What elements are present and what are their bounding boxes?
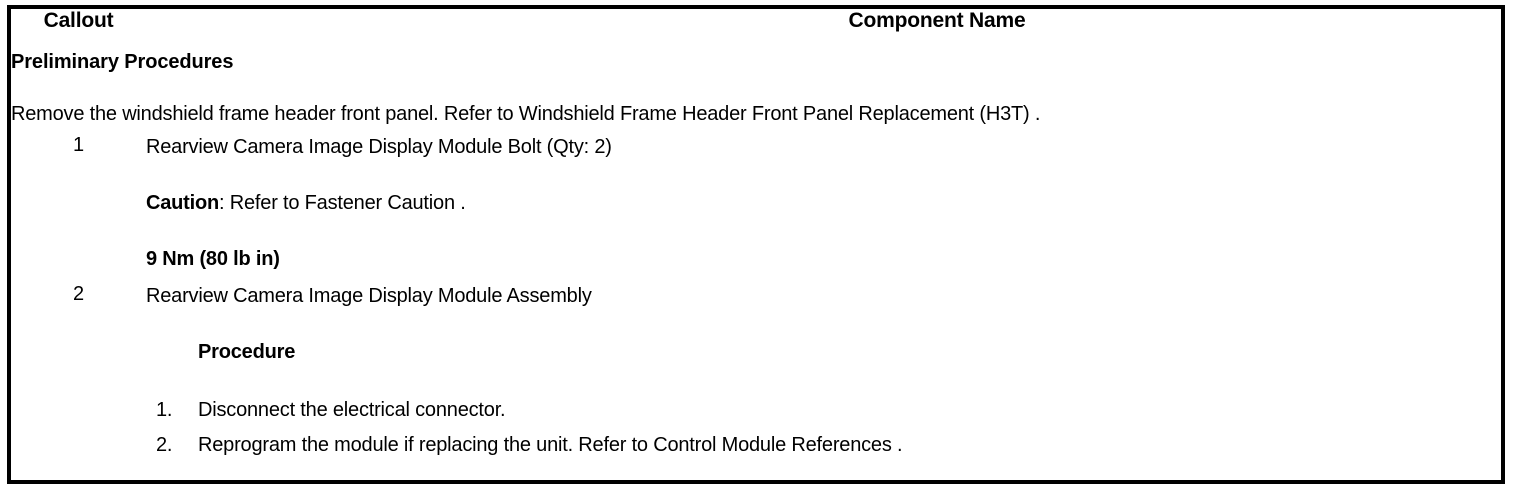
step-text-1: Disconnect the electrical connector. [198,399,506,422]
table-header-row: Callout Component Name [11,9,1501,49]
component-cell-1: Rearview Camera Image Display Module Bol… [146,134,1501,284]
caution-text: : Refer to Fastener Caution . [219,192,466,215]
preliminary-procedures-text: Remove the windshield frame header front… [11,103,1041,126]
torque-spec-1: 9 Nm (80 lb in) [146,248,280,271]
service-procedure-table: Callout Component Name Preliminary Proce… [7,5,1505,484]
component-name-1: Rearview Camera Image Display Module Bol… [146,136,612,159]
preliminary-procedures-cell: Preliminary Procedures Remove the windsh… [11,49,1501,135]
table-row: 1 Rearview Camera Image Display Module B… [11,134,1501,284]
procedure-step-list: 1. Disconnect the electrical connector. 2… [146,395,1501,461]
component-cell-2: Rearview Camera Image Display Module Ass… [146,283,1501,480]
table-row: 2 Rearview Camera Image Display Module A… [11,283,1501,480]
step-number-1: 1. [156,399,173,422]
column-header-component-name: Component Name [146,9,1501,49]
component-name-2: Rearview Camera Image Display Module Ass… [146,285,592,308]
callout-number-2: 2 [11,283,146,480]
component-table: Callout Component Name Preliminary Proce… [11,9,1501,480]
caution-label: Caution [146,192,220,215]
step-text-2: Reprogram the module if replacing the un… [198,434,903,457]
list-item: 2. Reprogram the module if replacing the … [146,430,1501,461]
column-header-component-name-label: Component Name [848,9,1026,32]
caution-note-1: Caution: Refer to Fastener Caution . [146,190,1501,216]
list-item: 1. Disconnect the electrical connector. [146,395,1501,426]
preliminary-procedures-title: Preliminary Procedures [11,51,234,73]
step-number-2: 2. [156,434,173,457]
preliminary-procedures-row: Preliminary Procedures Remove the windsh… [11,49,1501,135]
procedure-heading: Procedure [198,341,296,364]
callout-number-1: 1 [11,134,146,284]
column-header-callout: Callout [11,9,146,49]
